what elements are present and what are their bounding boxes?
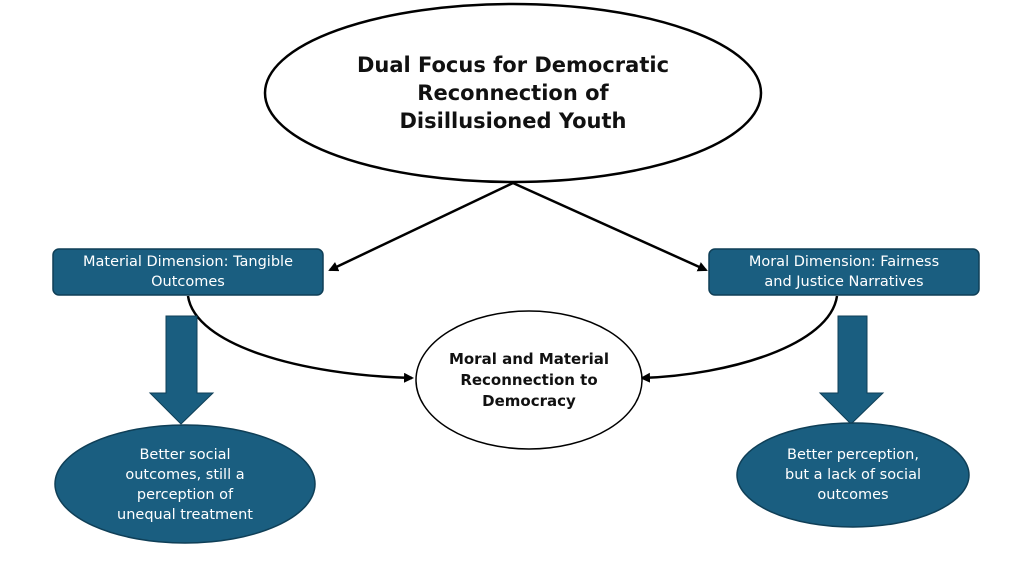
arrow-title-to-material: [328, 181, 514, 272]
title-line: Reconnection of: [417, 81, 609, 105]
right-outcome-oval: [736, 422, 970, 528]
title-label: Dual Focus for Democratic Reconnection o…: [300, 35, 726, 151]
center-line: Reconnection to: [460, 370, 598, 389]
title-line: Dual Focus for Democratic: [356, 53, 670, 77]
moral-line: and Justice Narratives: [764, 274, 924, 290]
left-outcome-oval: [54, 424, 316, 544]
center-label: Moral and Material Reconnection to Democ…: [420, 340, 638, 420]
right-outcome-line: outcomes: [817, 487, 889, 503]
right-outcome-line: but a lack of social: [784, 467, 921, 483]
title-line: Disillusioned Youth: [399, 109, 627, 133]
left-outcome-label: Better social outcomes, still a percepti…: [75, 440, 295, 530]
material-line: Outcomes: [151, 274, 225, 290]
material-box: [52, 248, 324, 296]
center-line: Democracy: [482, 391, 576, 410]
left-outcome-line: Better social: [139, 447, 231, 463]
title-ellipse: [263, 2, 763, 184]
right-outcome-line: Better perception,: [787, 447, 919, 463]
moral-label: Moral Dimension: Fairness and Justice Na…: [709, 249, 979, 295]
curve-moral-to-center: [640, 295, 839, 383]
block-arrow-left: [148, 315, 215, 425]
left-outcome-line: unequal treatment: [117, 507, 253, 523]
center-ellipse: [415, 310, 643, 450]
left-outcome-line: outcomes, still a: [125, 467, 245, 483]
center-line: Moral and Material: [448, 349, 610, 368]
moral-box: [708, 248, 980, 296]
block-arrow-right: [818, 315, 885, 425]
material-label: Material Dimension: Tangible Outcomes: [53, 249, 323, 295]
material-line: Material Dimension: Tangible: [82, 254, 293, 270]
moral-line: Moral Dimension: Fairness: [748, 254, 940, 270]
curve-material-to-center: [186, 295, 414, 383]
left-outcome-line: perception of: [136, 487, 234, 503]
arrow-title-to-moral: [512, 181, 708, 272]
right-outcome-label: Better perception, but a lack of social …: [748, 440, 958, 510]
